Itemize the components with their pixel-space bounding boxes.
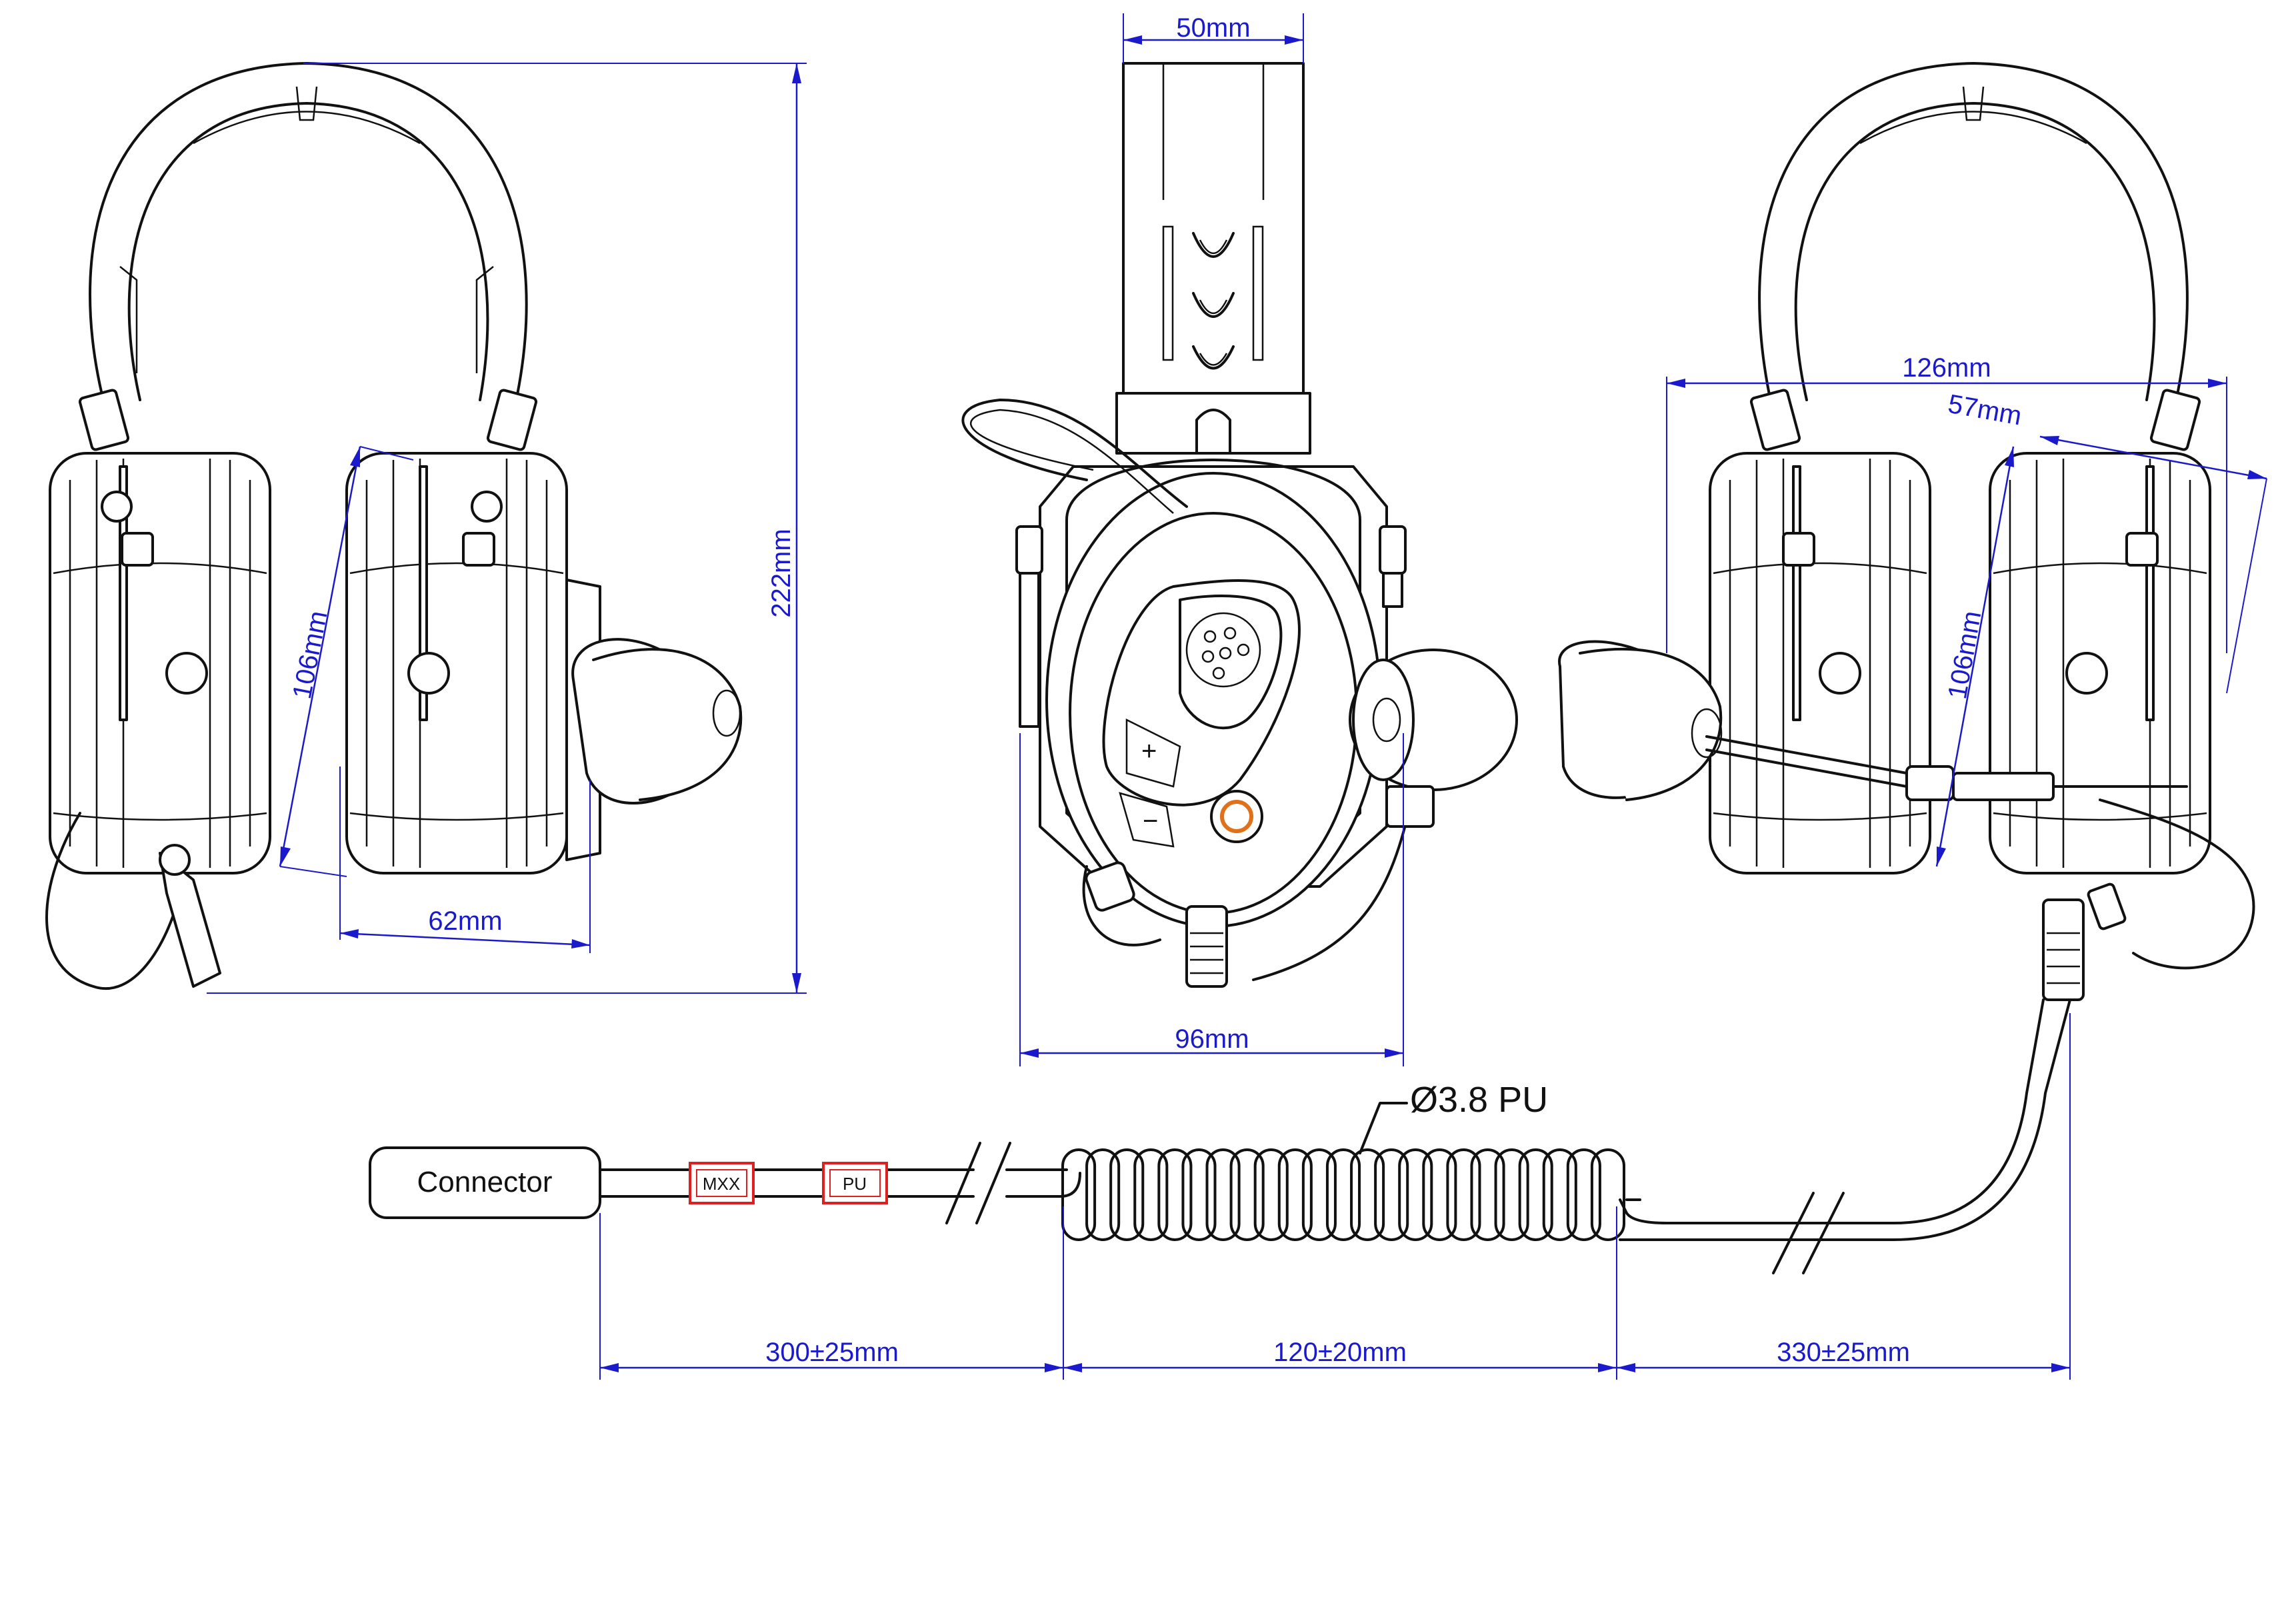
coil-turn <box>1590 1148 1626 1241</box>
cable-assembly: Connector MXX PU Ø3.8 PU <box>369 998 2071 1380</box>
coil-turn <box>1325 1148 1361 1241</box>
volume-down-glyph: − <box>1143 806 1158 836</box>
coil-turn <box>1253 1148 1289 1241</box>
coil-turn <box>1422 1148 1457 1241</box>
tag-pu-label: PU <box>843 1174 867 1194</box>
coil-turn <box>1518 1148 1553 1241</box>
ptt-button-icon <box>1220 800 1253 833</box>
left-side-view: 222mm 106mm 62mm <box>45 62 807 994</box>
coiled-cable <box>1061 1148 1626 1241</box>
tag-mxx-label: MXX <box>703 1174 740 1194</box>
coil-turn <box>1398 1148 1433 1241</box>
coil-turn <box>1350 1148 1385 1241</box>
right-side-view: 126mm 57mm 106mm <box>1558 62 2267 1001</box>
coil-turn <box>1470 1148 1505 1241</box>
coil-turn <box>1494 1148 1529 1241</box>
connector-label: Connector <box>417 1166 552 1198</box>
dim-cup-spread: 126mm <box>1902 353 1991 383</box>
coil-turn <box>1109 1148 1145 1241</box>
coil-turn <box>1542 1148 1577 1241</box>
coil-turn <box>1157 1148 1193 1241</box>
coil-turn <box>1181 1148 1217 1241</box>
coil-turn <box>1374 1148 1409 1241</box>
coil-turn <box>1566 1148 1601 1241</box>
cable-callout: Ø3.8 PU <box>1410 1080 1548 1120</box>
dim-segment-2: 120±20mm <box>1273 1338 1407 1367</box>
front-view: + − 50mm 96mm <box>961 13 1518 1066</box>
coil-turn <box>1301 1148 1337 1241</box>
coil-turn <box>1205 1148 1241 1241</box>
coil-turn <box>1133 1148 1169 1241</box>
dim-height-total: 222mm <box>767 529 796 617</box>
coil-turn <box>1061 1148 1097 1241</box>
dim-cup-depth: 57mm <box>1946 389 2024 431</box>
coil-turn <box>1277 1148 1313 1241</box>
dim-ear-cup-height-left: 106mm <box>287 609 333 701</box>
volume-up-glyph: + <box>1141 737 1157 766</box>
dim-depth-left: 62mm <box>428 906 502 936</box>
dim-segment-3: 330±25mm <box>1777 1338 1910 1367</box>
coil-turn <box>1229 1148 1265 1241</box>
coil-turn <box>1446 1148 1481 1241</box>
dim-front-width: 96mm <box>1175 1024 1249 1054</box>
coil-turn <box>1085 1148 1121 1241</box>
dim-headband-width: 50mm <box>1176 13 1250 43</box>
connector-body <box>369 1146 601 1219</box>
dim-ear-cup-height-right: 106mm <box>1943 609 1987 701</box>
dim-segment-1: 300±25mm <box>765 1338 899 1367</box>
